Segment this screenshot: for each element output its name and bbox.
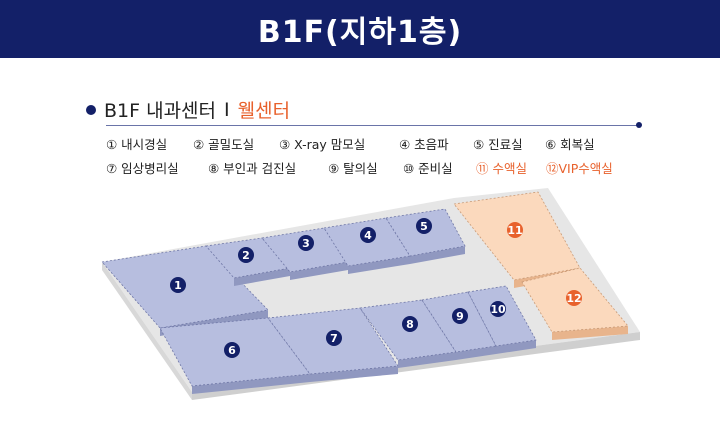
floor-slab-side	[102, 262, 192, 400]
legend-item-11: ⑪ 수액실	[476, 161, 527, 176]
room-2-marker	[238, 247, 254, 263]
room-4-marker	[360, 227, 376, 243]
legend-item-12: ⑫VIP수액실	[546, 161, 613, 176]
legend-item-7: ⑦ 임상병리실	[106, 161, 179, 176]
room-7-wall	[310, 366, 398, 382]
room-3: 3	[261, 227, 349, 280]
room-6: 6	[159, 317, 311, 394]
room-12-marker	[566, 290, 582, 306]
section-title: B1F 내과센터 I 웰센터	[86, 96, 290, 123]
room-6-number: 6	[228, 344, 236, 357]
legend-item-2: ② 골밀도실	[193, 137, 255, 152]
room-11-marker	[507, 222, 523, 238]
room-9-marker	[452, 308, 468, 324]
room-9: 9	[421, 291, 497, 360]
room-5: 5	[385, 208, 466, 264]
section-accent-label: 웰센터	[237, 100, 291, 122]
room-3-marker	[298, 235, 314, 251]
section-rule	[106, 125, 638, 126]
section-prefix: B1F 내과센터	[104, 100, 217, 122]
room-1-marker	[170, 277, 186, 293]
legend-item-10: ⑩ 준비실	[403, 161, 453, 176]
room-8-number: 8	[406, 318, 414, 331]
room-10-number: 10	[490, 303, 506, 316]
room-10-wall	[496, 340, 536, 354]
legend-item-9: ⑨ 탈의실	[328, 161, 378, 176]
room-5-wall	[410, 246, 465, 264]
room-4-number: 4	[364, 229, 372, 242]
room-7-marker	[326, 330, 342, 346]
legend-item-3: ③ X-ray 맘모실	[279, 137, 366, 152]
room-8-wall	[398, 352, 456, 368]
room-5-number: 5	[420, 220, 428, 233]
room-2: 2	[205, 237, 291, 286]
room-4: 4	[323, 217, 411, 274]
room-10-marker	[490, 301, 506, 317]
rule-end-dot	[636, 122, 642, 128]
room-4-wall	[348, 256, 410, 274]
room-8-marker	[402, 316, 418, 332]
legend-item-8: ⑧ 부인과 검진실	[208, 161, 297, 176]
room-2-number: 2	[242, 249, 250, 262]
room-3-wall	[290, 262, 348, 280]
room-6-wall	[192, 374, 310, 394]
room-12-number: 12	[566, 292, 581, 305]
room-5-marker	[416, 218, 432, 234]
room-11-number: 11	[507, 224, 522, 237]
page-title: B1F(지하1층)	[257, 15, 463, 50]
legend-item-6: ⑥ 회복실	[545, 137, 595, 152]
room-9-wall	[456, 346, 496, 360]
room-9-number: 9	[456, 310, 464, 323]
room-12: 12	[521, 267, 629, 340]
room-3-number: 3	[302, 237, 310, 250]
room-12-wall	[552, 326, 628, 340]
legend-item-4: ④ 초음파	[399, 137, 449, 152]
room-1-number: 1	[174, 279, 182, 292]
section-separator: I	[224, 98, 230, 121]
room-10: 10	[467, 285, 537, 354]
legend-item-1: ① 내시경실	[106, 137, 168, 152]
header-banner: B1F(지하1층)	[0, 0, 720, 58]
legend-row-2: ⑦ 임상병리실 ⑧ 부인과 검진실 ⑨ 탈의실 ⑩ 준비실 ⑪ 수액실 ⑫VIP…	[106, 158, 613, 177]
room-2-wall	[234, 268, 290, 286]
room-6-marker	[224, 342, 240, 358]
room-7: 7	[267, 307, 399, 382]
legend-item-5: ⑤ 진료실	[473, 137, 523, 152]
room-7-number: 7	[330, 332, 338, 345]
room-8: 8	[359, 299, 457, 368]
bullet-icon	[86, 104, 96, 115]
legend-row-1: ① 내시경실 ② 골밀도실 ③ X-ray 맘모실 ④ 초음파 ⑤ 진료실 ⑥ …	[106, 134, 595, 153]
room-10-floor	[467, 285, 537, 347]
